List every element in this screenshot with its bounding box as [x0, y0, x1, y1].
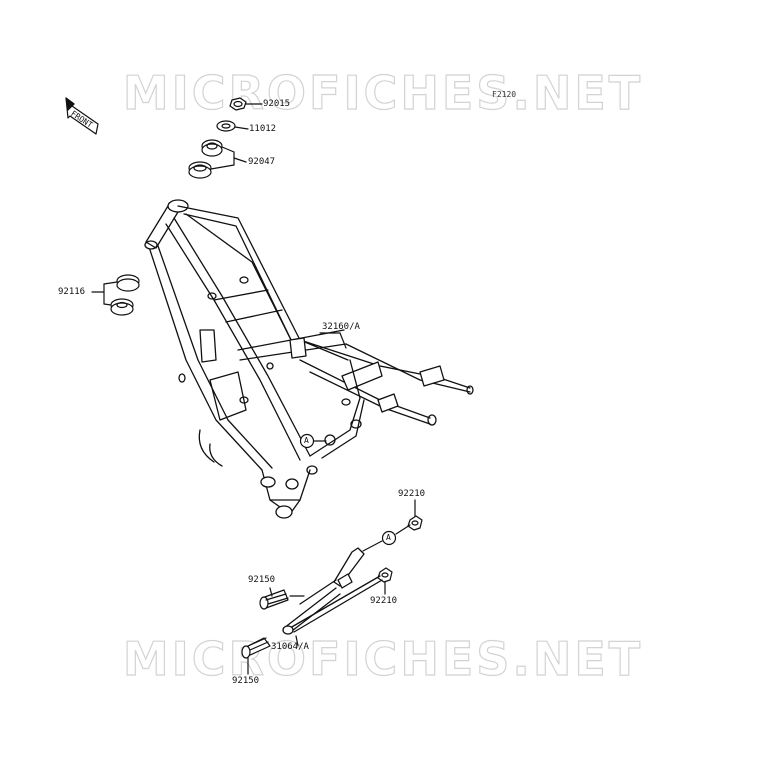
part-label-92150-bottom: 92150	[232, 676, 260, 686]
part-label-92150-top: 92150	[248, 575, 276, 585]
part-label-92210-mid: 92210	[370, 596, 398, 606]
nut-92210-lower-icon	[377, 567, 393, 583]
figure-code: F2120	[492, 90, 517, 99]
callout-a-frame: A	[304, 436, 309, 445]
bearing-92116-upper-icon	[116, 274, 140, 292]
watermark-top: MICROFICHES.NET	[122, 65, 644, 120]
washer-11012-icon	[216, 120, 236, 132]
bearing-92116-lower-icon	[110, 298, 134, 316]
bolt-92150-upper-icon	[259, 589, 289, 610]
part-label-92210-top: 92210	[398, 489, 426, 499]
bearing-92047-lower-icon	[188, 161, 212, 179]
part-label-31064: 31064/A	[271, 642, 309, 652]
side-stand-31064-icon	[282, 547, 383, 635]
front-arrow-icon	[65, 97, 99, 135]
part-label-92015: 92015	[263, 99, 291, 109]
part-label-11012: 11012	[249, 124, 277, 134]
part-label-32160: 32160/A	[322, 322, 360, 332]
part-label-92047: 92047	[248, 157, 276, 167]
bolt-92150-lower-icon	[241, 637, 271, 659]
bearing-92047-upper-icon	[201, 139, 223, 157]
frame-32160-icon	[144, 199, 474, 519]
callout-a-stand: A	[386, 533, 391, 542]
nut-92015-icon	[229, 97, 247, 111]
watermark-bottom: MICROFICHES.NET	[122, 631, 644, 686]
nut-92210-upper-icon	[407, 515, 423, 531]
part-label-92116: 92116	[58, 287, 86, 297]
